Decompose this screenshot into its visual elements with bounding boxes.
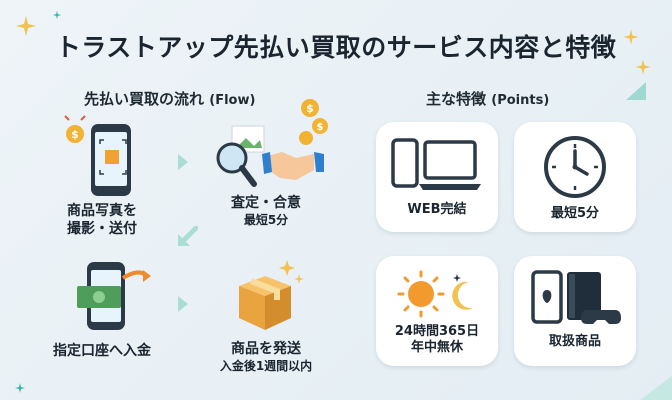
- feature-card-speed: 最短5分: [514, 122, 636, 232]
- arrow-right-icon: [178, 296, 188, 312]
- flow-step-sub: 最短5分: [243, 213, 289, 227]
- sun-moon-icon: [397, 270, 473, 318]
- feature-card-web: WEB完結: [376, 122, 498, 232]
- feature-label: 取扱商品: [548, 334, 601, 349]
- smartphone-camera-icon: $: [64, 115, 131, 196]
- feature-label: WEB完結: [407, 202, 467, 217]
- flow-step-shipping: 商品を発送 入金後1週間以内: [196, 256, 336, 374]
- flow-step-label: 査定・合意: [231, 195, 301, 211]
- flow-step-label: 撮影・送付: [67, 221, 137, 237]
- flow-heading-text: 先払い買取の流れ: [84, 90, 205, 108]
- cardboard-box-icon: [239, 260, 304, 330]
- flow-step-label: 商品を発送: [231, 341, 301, 357]
- triangle-decoration: [640, 376, 672, 400]
- points-heading-text: 主な特徴: [426, 90, 487, 108]
- page-title: トラストアップ先払い買取のサービス内容と特徴: [55, 33, 617, 62]
- clock-icon: [544, 136, 606, 198]
- devices-icon: [391, 138, 481, 190]
- feature-card-hours: 24時間365日 年中無休: [376, 256, 498, 366]
- points-heading-en: (Points): [491, 93, 550, 108]
- magnifier-handshake-icon: $ $: [216, 99, 328, 187]
- flow-heading-en: (Flow): [209, 93, 256, 108]
- flow-step-label: 指定口座へ入金: [53, 343, 151, 359]
- sparkle-icon: [623, 29, 639, 45]
- flow-step-sub: 入金後1週間以内: [219, 359, 313, 373]
- svg-text:$: $: [317, 122, 324, 133]
- svg-text:$: $: [71, 128, 79, 141]
- sparkle-icon: [52, 10, 62, 20]
- sparkle-icon: [15, 383, 25, 393]
- flow-step-label: 商品写真を: [67, 203, 137, 219]
- feature-label: 年中無休: [410, 340, 463, 355]
- triangle-decoration: [626, 82, 646, 100]
- products-icon: [531, 270, 621, 324]
- flow-step-photo: $ 商品写真を 撮影・送付: [32, 114, 172, 238]
- flow-heading: 先払い買取の流れ (Flow): [84, 88, 255, 109]
- sparkle-icon: [635, 59, 651, 75]
- feature-label: 最短5分: [550, 206, 600, 221]
- feature-label: 24時間365日: [394, 324, 480, 339]
- svg-text:$: $: [306, 102, 314, 115]
- arrow-right-icon: [178, 154, 188, 170]
- flow-step-appraisal: $ $ 査定・合意 最短5分: [196, 98, 336, 228]
- arrow-down-left-icon: [178, 226, 198, 246]
- feature-card-products: 取扱商品: [514, 256, 636, 366]
- points-heading: 主な特徴 (Points): [426, 88, 549, 109]
- smartphone-money-icon: [77, 262, 151, 330]
- sparkle-icon: [16, 16, 36, 36]
- flow-step-payment: 指定口座へ入金: [32, 258, 172, 360]
